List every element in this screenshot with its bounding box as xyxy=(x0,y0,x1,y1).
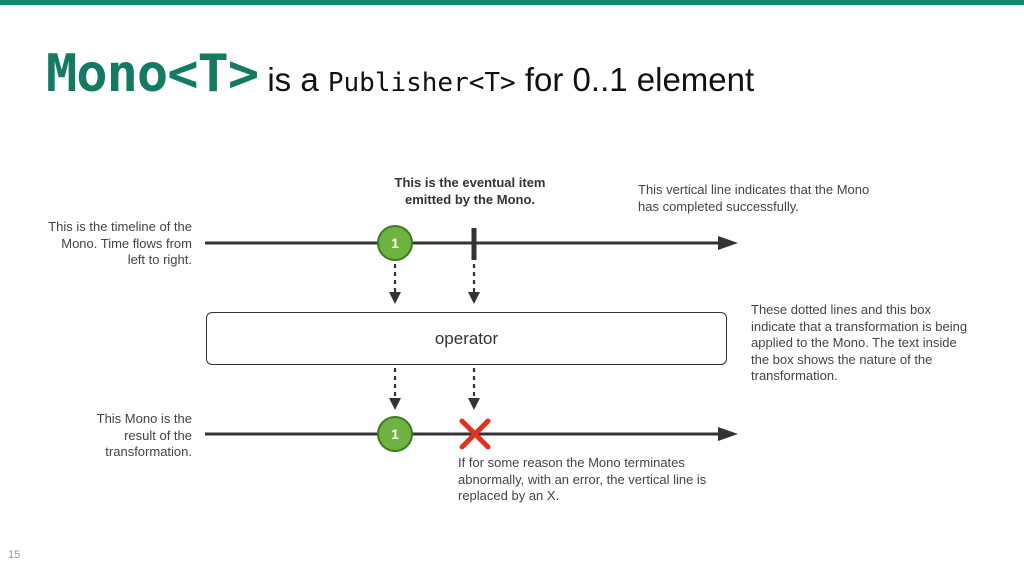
result-note-line: result of the xyxy=(124,427,192,443)
item-note-line: This is the eventual item xyxy=(394,175,546,190)
result-note-line: transformation. xyxy=(105,444,192,459)
operator-label: operator xyxy=(434,328,499,348)
bottom-timeline-arrow-icon xyxy=(718,427,738,441)
top-accent-bar xyxy=(0,0,1024,5)
completion-note: This vertical line indicates that the Mo… xyxy=(638,182,918,215)
title-publisher: Publisher<T> xyxy=(327,68,516,98)
item-note: This is the eventual item emitted by the… xyxy=(370,175,570,208)
timeline-note: This is the timeline of the Mono. Time f… xyxy=(20,219,192,269)
operator-note: These dotted lines and this box indicate… xyxy=(751,302,1011,385)
bottom-item-marble: 1 xyxy=(377,416,413,452)
operator-note-line: These dotted lines and this box xyxy=(751,302,931,317)
completion-note-line: has completed successfully. xyxy=(638,198,799,214)
operator-box: operator xyxy=(206,312,727,365)
top-item-label: 1 xyxy=(391,235,399,251)
timeline-note-line: Mono. Time flows from xyxy=(61,235,192,251)
page-title: Mono<T> is a Publisher<T> for 0..1 eleme… xyxy=(46,44,754,117)
title-end-text: for 0..1 element xyxy=(515,61,755,98)
page-number: 15 xyxy=(8,549,21,561)
completion-note-line: This vertical line indicates that the Mo… xyxy=(638,182,870,197)
title-type-name: Mono<T> xyxy=(46,44,259,104)
dotted-arrow-icon xyxy=(468,398,480,410)
title-mid-text: is a xyxy=(258,61,328,98)
item-note-line: emitted by the Mono. xyxy=(405,191,535,207)
error-note-line: replaced by an X. xyxy=(458,488,560,503)
top-timeline-arrow-icon xyxy=(718,236,738,250)
dotted-arrow-icon xyxy=(389,398,401,410)
timeline-note-line: This is the timeline of the xyxy=(48,219,192,234)
operator-note-line: applied to the Mono. The text inside xyxy=(751,335,957,350)
operator-note-line: the box shows the nature of the xyxy=(751,351,933,367)
error-note: If for some reason the Mono terminates a… xyxy=(458,455,758,505)
operator-note-line: indicate that a transformation is being xyxy=(751,318,968,334)
result-note: This Mono is the result of the transform… xyxy=(40,411,192,461)
result-note-line: This Mono is the xyxy=(96,411,192,426)
error-note-line: If for some reason the Mono terminates xyxy=(458,455,685,470)
bottom-item-label: 1 xyxy=(391,426,399,442)
error-note-line: abnormally, with an error, the vertical … xyxy=(458,471,707,487)
dotted-arrow-icon xyxy=(389,292,401,304)
timeline-note-line: left to right. xyxy=(127,252,192,267)
operator-note-line: transformation. xyxy=(751,368,838,383)
top-item-marble: 1 xyxy=(377,225,413,261)
x-mark-icon xyxy=(459,418,491,450)
dotted-arrow-icon xyxy=(468,292,480,304)
